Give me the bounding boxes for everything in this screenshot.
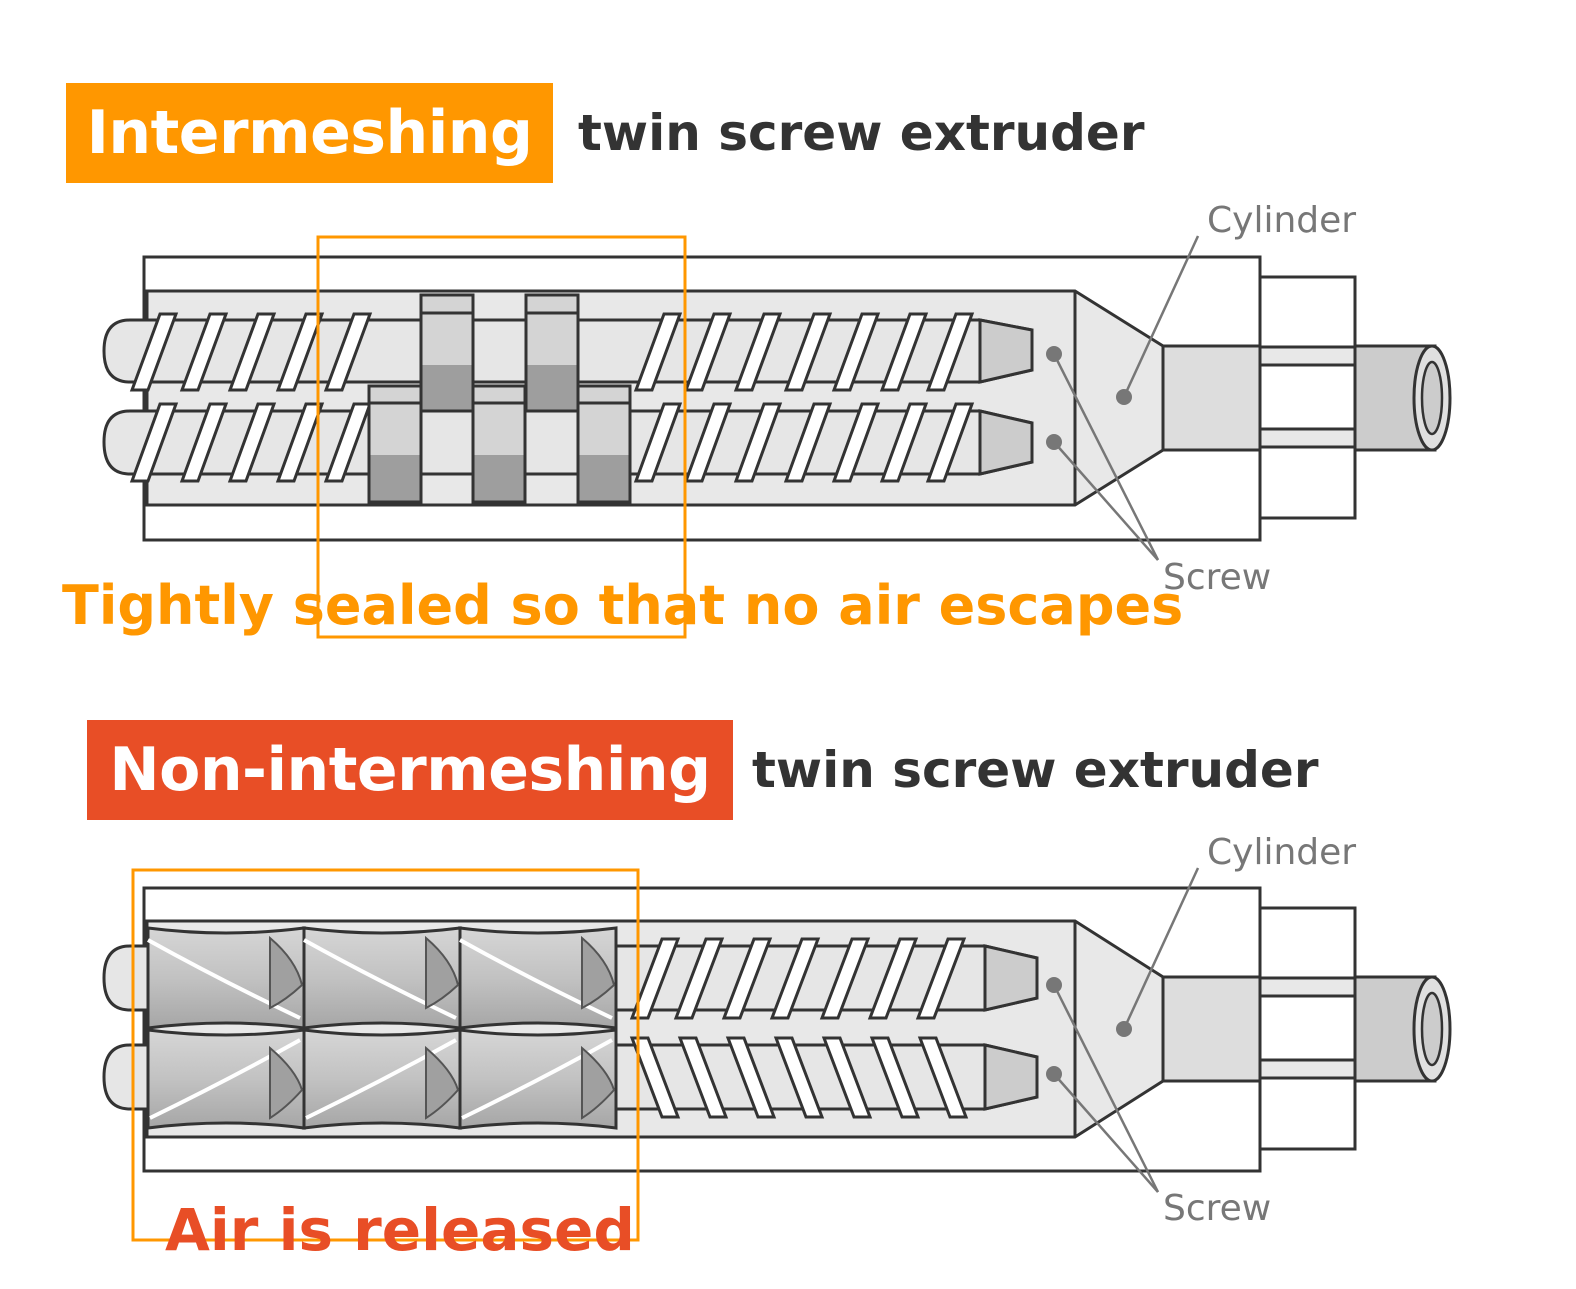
bottom-highlight-frame [131,868,640,1242]
top-screw-label: Screw [1163,557,1272,598]
top-highlight-frame [316,235,687,639]
bottom-caption: Air is released [165,1196,635,1264]
bottom-callout-leaders [1046,867,1200,1193]
bottom-cylinder-label: Cylinder [1207,832,1357,873]
bottom-twist-elements-lower [146,1028,618,1130]
top-lower-flights-right [633,402,975,483]
non-intermeshing-badge-text: Non-intermeshing [109,735,711,805]
top-cylinder-label: Cylinder [1207,200,1357,241]
top-upper-flights-right [633,312,975,392]
bottom-screw-label: Screw [1163,1188,1272,1229]
top-caption: Tightly sealed so that no air escapes [62,574,1184,637]
top-lower-flights-left [129,402,373,483]
top-kneading-discs-lower [367,384,632,504]
intermeshing-badge: Intermeshing [66,83,553,183]
intermeshing-extruder [102,235,1452,561]
bottom-lower-flights [629,1036,969,1119]
top-neck [1160,344,1262,452]
bottom-upper-flights [629,937,967,1020]
bottom-neck [1160,975,1262,1083]
top-callout-leaders [1046,235,1200,561]
intermeshing-badge-text: Intermeshing [86,98,533,168]
top-title-rest: twin screw extruder [578,104,1145,162]
top-upper-flights-left [129,312,373,392]
non-intermeshing-badge: Non-intermeshing [87,720,733,820]
top-kneading-discs-upper [419,293,580,413]
bottom-title-rest: twin screw extruder [752,741,1319,799]
bottom-twist-elements-upper [146,926,618,1030]
non-intermeshing-extruder [102,867,1452,1193]
